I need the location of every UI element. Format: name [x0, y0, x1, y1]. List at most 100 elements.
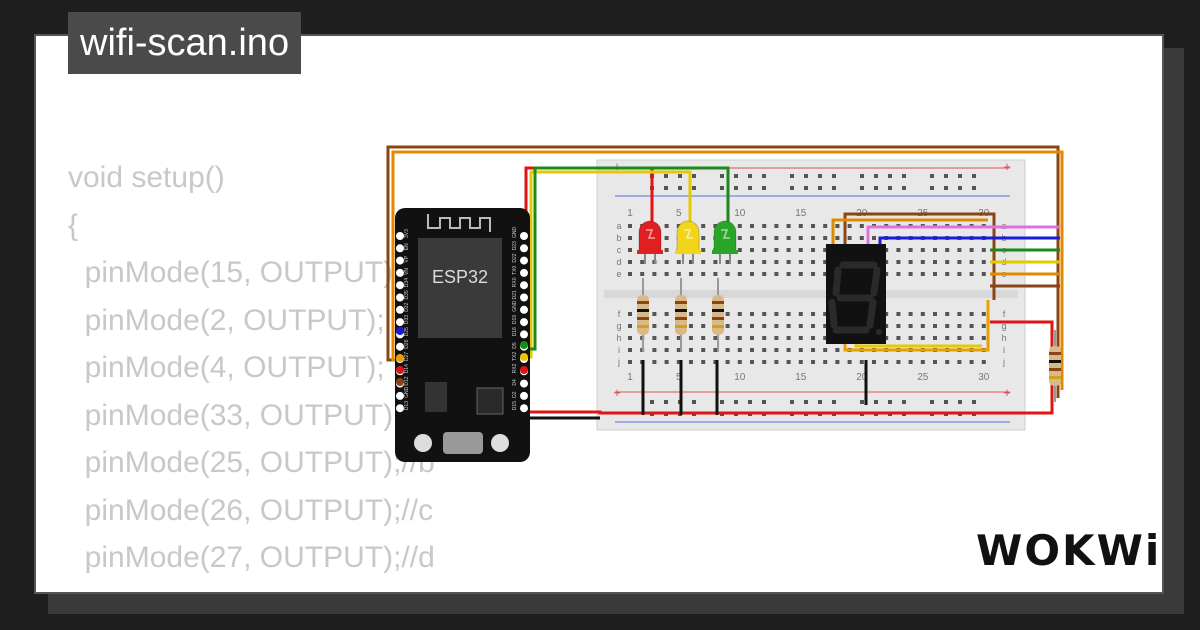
row-letter: b: [616, 233, 621, 243]
breadboard-hole: [823, 312, 828, 316]
esp32-pin[interactable]: [396, 281, 404, 290]
breadboard-hole: [798, 248, 803, 252]
breadboard-hole: [689, 360, 693, 364]
breadboard-hole: [786, 248, 791, 252]
breadboard-hole: [713, 336, 718, 340]
esp32-pin[interactable]: [396, 391, 404, 400]
esp32-pin-label: D5: [512, 342, 518, 349]
seven-segment-display[interactable]: [826, 244, 886, 344]
led[interactable]: [712, 220, 738, 264]
breadboard-hole: [786, 312, 791, 316]
esp32-pin[interactable]: [396, 293, 404, 302]
led[interactable]: [637, 220, 663, 264]
rail-hole: [944, 186, 948, 190]
esp32-pin[interactable]: [520, 305, 528, 314]
rail-hole: [958, 174, 962, 178]
code-line: pinMode(4, OUTPUT);: [68, 351, 385, 384]
breadboard-hole: [945, 312, 950, 316]
esp32-pin-label: D35: [404, 290, 410, 299]
wokwi-logo[interactable]: WOKWi: [976, 526, 1162, 575]
esp32-pin[interactable]: [396, 256, 404, 265]
esp32-pin[interactable]: [396, 305, 404, 314]
esp32-pin[interactable]: [396, 318, 404, 327]
breadboard-hole: [774, 236, 779, 240]
breadboard-hole: [811, 348, 815, 352]
breadboard-hole: [823, 348, 828, 352]
resistor[interactable]: [637, 278, 649, 352]
leds[interactable]: [637, 220, 738, 264]
esp32-pin-connected[interactable]: [396, 327, 404, 335]
file-tab-title[interactable]: wifi-scan.ino: [68, 12, 302, 74]
breadboard-hole: [920, 272, 925, 276]
rail-hole: [972, 186, 976, 190]
esp32-pin-connected[interactable]: [520, 341, 528, 349]
esp32-pin-connected[interactable]: [396, 354, 404, 362]
breadboard-hole: [884, 272, 889, 276]
esp32-pin[interactable]: [396, 268, 404, 277]
row-letter: c: [617, 245, 622, 255]
breadboard-hole: [689, 260, 693, 264]
esp32-pin[interactable]: [520, 330, 528, 339]
esp32-pin-label: D27: [404, 352, 410, 361]
esp32-pin-connected[interactable]: [520, 353, 528, 361]
resistor[interactable]: [1049, 330, 1061, 402]
breadboard-hole: [762, 348, 767, 352]
breadboard-hole: [701, 236, 706, 240]
esp32-pin[interactable]: [520, 281, 528, 290]
breadboard-hole: [896, 324, 901, 328]
col-number: 25: [917, 372, 929, 383]
breadboard-hole: [823, 248, 828, 252]
esp32-pin[interactable]: [520, 293, 528, 302]
rail-hole: [888, 174, 892, 178]
breadboard-hole: [774, 260, 779, 264]
esp32-pin-connected[interactable]: [520, 366, 528, 374]
breadboard-hole: [981, 260, 986, 264]
breadboard-hole: [713, 224, 718, 228]
breadboard-hole: [957, 360, 962, 364]
breadboard-hole: [969, 324, 974, 328]
rail-hole: [790, 400, 794, 404]
breadboard-hole: [884, 324, 889, 328]
breadboard-hole: [774, 248, 779, 252]
breadboard-hole: [884, 336, 889, 340]
resistor[interactable]: [712, 278, 724, 352]
esp32-pin-label: D23: [512, 241, 518, 250]
esp32-pin-label: D4: [512, 379, 518, 386]
breadboard-hole: [981, 360, 986, 364]
led[interactable]: [675, 220, 701, 264]
resistor[interactable]: [675, 278, 687, 352]
esp32-pin-connected[interactable]: [396, 378, 404, 386]
breadboard-hole: [835, 236, 840, 240]
esp32-board[interactable]: ESP32 3V3ENVPVND34D35D32D33D25D26D27D14D…: [395, 208, 530, 462]
breadboard-hole: [652, 360, 657, 364]
breadboard-hole: [798, 360, 803, 364]
esp32-pin-label: VP: [404, 255, 410, 262]
esp32-pin-connected[interactable]: [396, 366, 404, 374]
rail-hole: [748, 400, 752, 404]
code-line: void setup(): [68, 161, 225, 194]
breadboard-hole: [664, 312, 669, 316]
esp32-pin[interactable]: [520, 268, 528, 277]
breadboard-hole: [945, 248, 950, 252]
esp32-pin[interactable]: [396, 342, 404, 351]
esp32-pin[interactable]: [520, 232, 528, 240]
breadboard-hole: [811, 312, 815, 316]
row-letter: a: [616, 221, 621, 231]
esp32-pin[interactable]: [396, 404, 404, 413]
esp32-pin[interactable]: [520, 318, 528, 327]
breadboard-hole: [920, 312, 925, 316]
wire-red-bottom: [519, 320, 1054, 415]
rail-hole: [748, 174, 752, 178]
esp32-pin[interactable]: [520, 256, 528, 265]
esp32-pin[interactable]: [396, 232, 404, 240]
rail-hole: [692, 400, 696, 404]
rail-hole: [664, 186, 668, 190]
esp32-pin[interactable]: [520, 379, 528, 388]
esp32-pin[interactable]: [520, 391, 528, 400]
rail-plus-label: +: [613, 385, 621, 400]
esp32-pin[interactable]: [520, 244, 528, 253]
col-number: 20: [856, 372, 868, 383]
rail-hole: [664, 174, 668, 178]
esp32-pin[interactable]: [520, 404, 528, 413]
esp32-pin[interactable]: [396, 244, 404, 253]
